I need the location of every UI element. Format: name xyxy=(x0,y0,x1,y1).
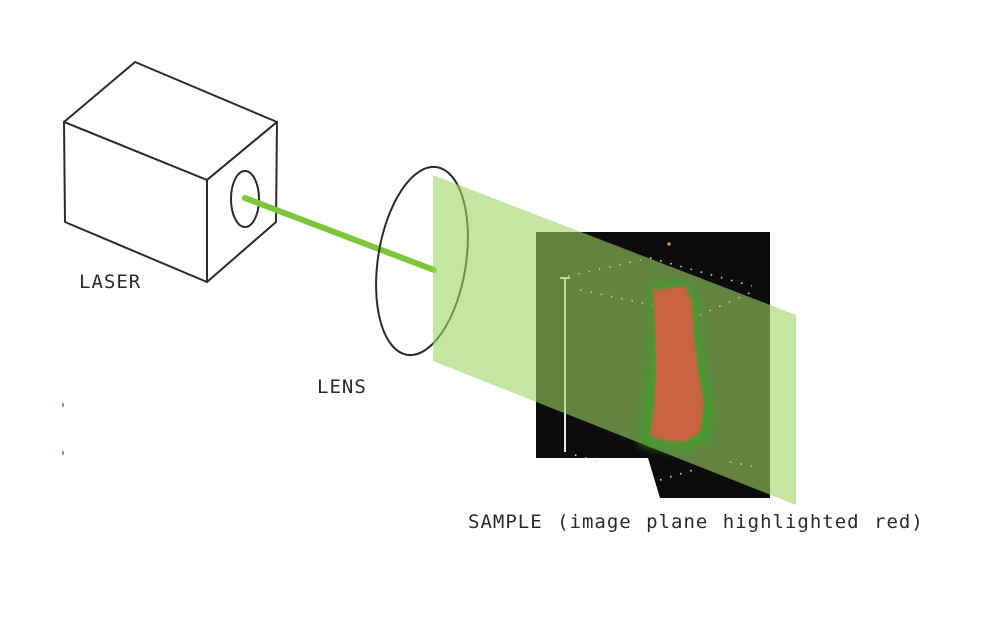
laser-beam xyxy=(242,195,437,273)
sample-label: SAMPLE (image plane highlighted red) xyxy=(468,511,924,533)
speck-mark xyxy=(62,403,64,407)
specimen-image-plane xyxy=(650,286,704,442)
lens-label: LENS xyxy=(317,376,367,398)
specimen xyxy=(640,281,714,450)
speck-mark xyxy=(62,451,64,455)
laser-box xyxy=(63,61,278,283)
laser-label: LASER xyxy=(79,271,142,293)
